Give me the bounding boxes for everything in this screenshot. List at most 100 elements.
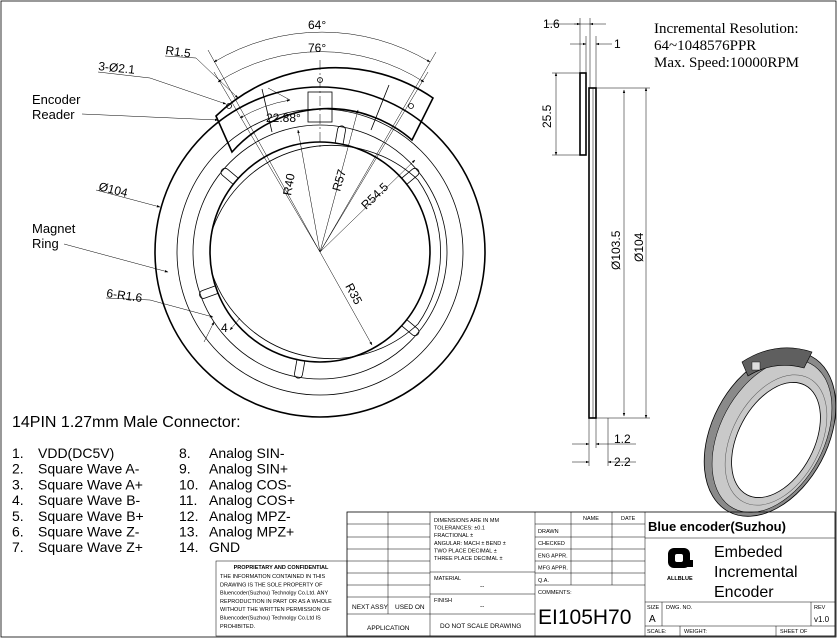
bore-slot	[401, 167, 420, 185]
encoder-reader-label-line1: Encoder	[32, 92, 81, 107]
pin-number: 7.	[12, 539, 24, 555]
r15-leader	[164, 55, 197, 59]
bore-slot	[401, 319, 420, 337]
resolution-value: 64~1048576PPR	[654, 38, 756, 54]
material-value: --	[480, 583, 484, 590]
holes-leader	[149, 77, 227, 105]
dia104-leader	[95, 189, 161, 208]
angle-64-label: 64°	[308, 18, 326, 32]
sheet-label: SHEET OF	[780, 629, 808, 635]
role-label: Q.A.	[538, 578, 549, 584]
role-label: COMMENTS:	[538, 590, 572, 596]
pin-number: 3.	[12, 476, 24, 492]
size-label: SIZE	[647, 605, 660, 611]
rev-value: v1.0	[814, 615, 830, 624]
d12-label: 1.2	[614, 432, 631, 446]
proprietary-line: WITHOUT THE WRITTEN PERMISSION OF	[220, 607, 330, 613]
finish-label: FINISH	[434, 598, 452, 604]
pin-label: Analog COS+	[209, 492, 295, 508]
proprietary-line: Bluencoder(Suzhou) Technolgy Co.Ltd. ANY	[220, 591, 328, 597]
reader-plate-profile	[579, 72, 587, 156]
angle-22-arc	[239, 99, 291, 119]
pin-number: 9.	[179, 461, 191, 477]
pins-right-column: 8.Analog SIN-9.Analog SIN+10.Analog COS-…	[179, 445, 295, 555]
tolerance-line: ANGULAR: MACH ± BEND ±	[434, 541, 506, 547]
extension-line	[319, 51, 437, 253]
holes-leader	[97, 71, 151, 79]
ring-profile	[588, 87, 597, 419]
max-speed: Max. Speed:10000RPM	[654, 55, 799, 71]
leader-line	[267, 87, 291, 101]
r57-leader	[319, 109, 359, 253]
proprietary-line: DRAWING IS THE SOLE PROPERTY OF	[220, 582, 323, 588]
pin-label: Square Wave Z-	[38, 524, 140, 540]
r545-leader	[319, 159, 416, 253]
proprietary-line: PROHIBITED.	[220, 624, 256, 630]
angle-76-arc	[217, 51, 425, 83]
role-label: MFG APPR.	[538, 566, 568, 572]
tolerance-line: TWO PLACE DECIMAL ±	[434, 548, 497, 554]
angle-76-label: 76°	[308, 41, 326, 55]
isometric-view	[703, 347, 837, 517]
r57-label: R57	[329, 167, 349, 192]
extension-line	[213, 71, 321, 253]
encoder-reader-leader	[81, 113, 219, 122]
pin-label: Square Wave B+	[38, 508, 144, 524]
r15-leader	[195, 57, 239, 99]
r545-label: R54.5	[358, 180, 391, 213]
weight-label: WEIGHT:	[684, 629, 707, 635]
specs-block: Incremental Resolution: 64~1048576PPR Ma…	[654, 21, 799, 71]
r35-label: R35	[342, 281, 365, 307]
pin-number: 4.	[12, 492, 24, 508]
reader-divider	[370, 84, 390, 131]
r35-leader	[319, 251, 373, 346]
d22-label: 2.2	[614, 455, 631, 469]
role-label: ENG APPR.	[538, 553, 568, 559]
title-block: PROPRIETARY AND CONFIDENTIAL THE INFORMA…	[215, 511, 836, 637]
pin-label: Square Wave B-	[38, 492, 141, 508]
tolerance-line: TOLERANCES: ±0.1	[434, 526, 485, 532]
slots-leader	[105, 297, 151, 301]
tolerance-line: FRACTIONAL ±	[434, 533, 473, 539]
connector-pinout: 14PIN 1.27mm Male Connector: 1.VDD(DC5V)…	[12, 414, 295, 555]
pin-number: 13.	[179, 524, 198, 540]
bore-slot	[334, 125, 346, 145]
finish-value: --	[480, 603, 484, 610]
magnet-track-circle	[192, 124, 448, 380]
angle-64-arc	[213, 31, 431, 63]
company-name: Blue encoder(Suzhou)	[648, 519, 786, 534]
pin-label: VDD(DC5V)	[38, 445, 114, 461]
scale-label: SCALE:	[647, 629, 667, 635]
holes-label: 3-Ø2.1	[98, 59, 136, 77]
proprietary-line: THE INFORMATION CONTAINED IN THIS	[220, 574, 325, 580]
material-label: MATERIAL	[434, 576, 461, 582]
tolerance-line: THREE PLACE DECIMAL ±	[434, 556, 503, 562]
front-view: 64° 76° R1.5 3-Ø2.1 Encoder Reader 22.88…	[32, 18, 486, 418]
iso-ring-bore	[731, 382, 821, 498]
magnet-ring-leader	[63, 243, 169, 273]
part-number: EI105H70	[538, 606, 631, 629]
magnet-ring-inner-face	[209, 145, 441, 359]
slot-width-dim	[229, 317, 241, 331]
logo-text: ALLBLUE	[667, 576, 693, 582]
pin-number: 11.	[179, 492, 197, 508]
size-value: A	[649, 614, 656, 625]
slot-width-dim	[203, 321, 215, 343]
name-header: NAME	[583, 516, 599, 522]
product-title-line3: Encoder	[714, 584, 774, 601]
dia104-label: Ø104	[97, 179, 129, 200]
product-title-line1: Embeded	[714, 544, 783, 561]
used-on-label: USED ON	[395, 604, 425, 611]
pin-label: Analog MPZ-	[209, 508, 291, 524]
pin-number: 1.	[12, 445, 24, 461]
d255-label: 25.5	[540, 104, 554, 128]
pin-label: Square Wave Z+	[38, 539, 143, 555]
proprietary-lines: THE INFORMATION CONTAINED IN THIS DRAWING…	[220, 574, 332, 630]
angle-22-label: 22.88°	[266, 111, 301, 125]
pin-label: Analog COS-	[209, 476, 292, 492]
pin-number: 8.	[179, 445, 191, 461]
